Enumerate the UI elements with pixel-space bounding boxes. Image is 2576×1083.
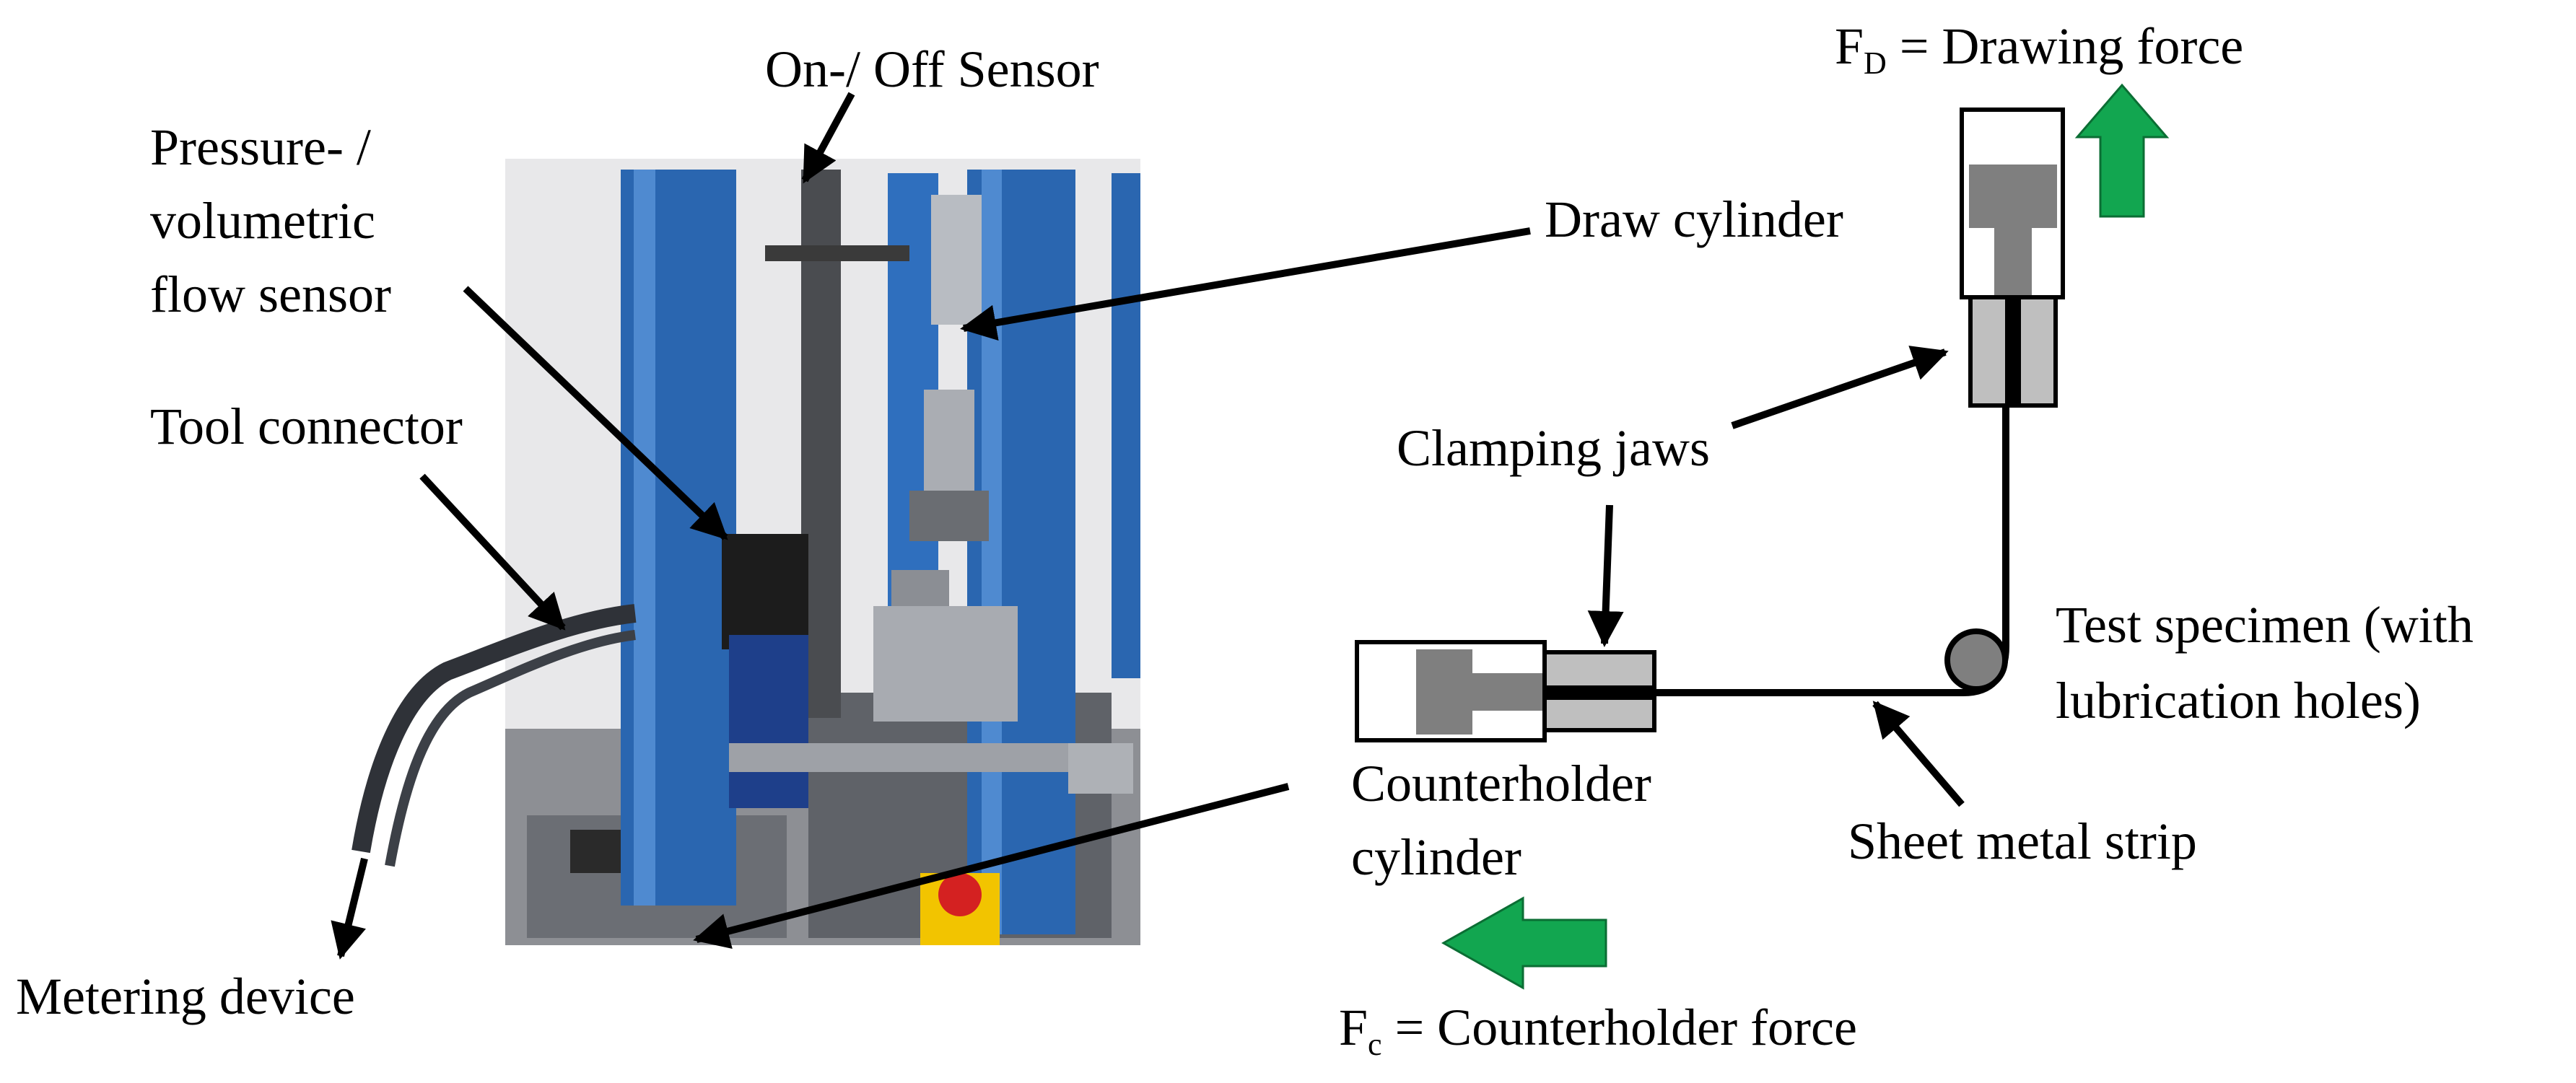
tool-connector-label: Tool connector bbox=[150, 398, 463, 455]
pressure-sensor-label-line1: Pressure- / bbox=[150, 118, 371, 176]
arrow-metering-device bbox=[331, 857, 368, 960]
counterholder-cylinder-label-line2: cylinder bbox=[1351, 828, 1521, 886]
pressure-sensor-label-line3: flow sensor bbox=[150, 266, 391, 323]
pressure-sensor-box bbox=[722, 534, 808, 649]
metering-device-label: Metering device bbox=[16, 968, 355, 1025]
counterholder-force-arrow bbox=[1441, 896, 1607, 990]
schematic-arrows bbox=[1587, 346, 1965, 807]
photo-labels: On-/ Off Sensor Pressure- / volumetric f… bbox=[16, 40, 1099, 1025]
arrow-counterholder-cylinder bbox=[693, 783, 1290, 949]
arrow-on-off-sensor bbox=[801, 92, 855, 184]
schematic-labels: FD = Drawing force Draw cylinder Clampin… bbox=[1339, 17, 2474, 1062]
drawing-force-arrow bbox=[2074, 83, 2170, 218]
machine-photo bbox=[352, 159, 1140, 945]
sheet-metal-strip-label: Sheet metal strip bbox=[1848, 812, 2197, 870]
test-specimen-label-line1: Test specimen (with bbox=[2056, 596, 2474, 654]
sheet-metal-strip bbox=[1653, 405, 2009, 696]
counterholder-cylinder-label-line1: Counterholder bbox=[1351, 755, 1651, 812]
counterholder-cylinder-schematic bbox=[1355, 640, 1656, 742]
drawing-force-label: FD = Drawing force bbox=[1835, 17, 2243, 81]
arrow-clamping-jaws-lower bbox=[1587, 504, 1624, 647]
clamping-jaws-label: Clamping jaws bbox=[1397, 419, 1710, 477]
test-specimen-label-line2: lubrication holes) bbox=[2056, 672, 2421, 729]
draw-cylinder-label: Draw cylinder bbox=[1545, 190, 1843, 248]
on-off-sensor-label: On-/ Off Sensor bbox=[765, 40, 1099, 98]
draw-cylinder-schematic bbox=[1960, 108, 2065, 408]
pressure-sensor-label-line2: volumetric bbox=[150, 192, 375, 250]
arrow-draw-cylinder bbox=[960, 227, 1531, 341]
arrow-pressure-sensor bbox=[463, 286, 728, 540]
counterholder-force-label: Fc = Counterholder force bbox=[1339, 999, 1857, 1062]
test-specimen bbox=[1944, 628, 2008, 692]
arrow-clamping-jaws-upper bbox=[1731, 346, 1949, 429]
photo-arrows bbox=[331, 92, 1531, 960]
arrow-tool-connector bbox=[419, 473, 566, 631]
arrow-sheet-metal-strip bbox=[1872, 701, 1965, 807]
